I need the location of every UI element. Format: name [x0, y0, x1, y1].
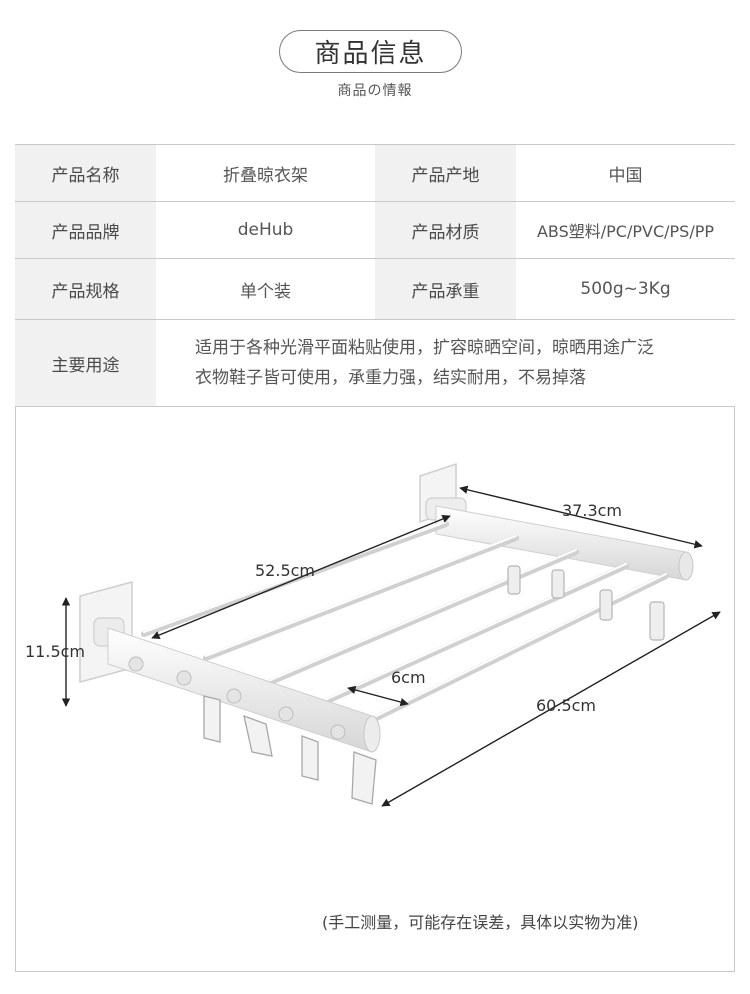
front-bar — [107, 627, 381, 753]
value-spec: 单个装 — [156, 259, 375, 319]
dim-depth: 37.3cm — [562, 501, 623, 520]
dim-height: 11.5cm — [25, 642, 86, 661]
product-dimension-figure: 37.3cm 52.5cm 11.5cm 6cm 60.5cm (手工测量，可能… — [15, 406, 735, 972]
measurement-note: (手工测量，可能存在误差，具体以实物为准) — [322, 913, 639, 932]
section-subtitle: 商品の情報 — [337, 83, 413, 99]
value-origin: 中国 — [516, 145, 735, 201]
dim-width: 60.5cm — [536, 696, 597, 715]
value-use: 适用于各种光滑平面粘贴使用，扩容晾晒空间，晾晒用途广泛 衣物鞋子皆可使用，承重力… — [156, 320, 735, 406]
section-title: 商品信息 — [279, 30, 462, 73]
label-material: 产品材质 — [375, 202, 516, 258]
value-brand: deHub — [156, 202, 375, 258]
section-header: 商品信息 商品の情報 — [0, 0, 750, 120]
label-brand: 产品品牌 — [15, 202, 156, 258]
value-material: ABS塑料/PC/PVC/PS/PP — [516, 202, 735, 258]
label-use: 主要用途 — [15, 320, 156, 406]
dim-gap: 6cm — [391, 668, 426, 687]
back-clips — [507, 565, 665, 641]
dimension-lines — [61, 485, 721, 807]
dim-length: 52.5cm — [255, 561, 316, 580]
label-load: 产品承重 — [375, 259, 516, 319]
label-name: 产品名称 — [15, 145, 156, 201]
product-info-table: 产品名称 折叠晾衣架 产品产地 中国 产品品牌 deHub 产品材质 ABS塑料… — [15, 144, 735, 407]
table-row: 产品品牌 deHub 产品材质 ABS塑料/PC/PVC/PS/PP — [15, 202, 735, 259]
value-name: 折叠晾衣架 — [156, 145, 375, 201]
table-row: 产品名称 折叠晾衣架 产品产地 中国 — [15, 145, 735, 202]
table-row: 产品规格 单个装 产品承重 500g~3Kg — [15, 259, 735, 320]
use-line-1: 适用于各种光滑平面粘贴使用，扩容晾晒空间，晾晒用途广泛 — [195, 338, 654, 358]
label-origin: 产品产地 — [375, 145, 516, 201]
label-spec: 产品规格 — [15, 259, 156, 319]
use-line-2: 衣物鞋子皆可使用，承重力强，结实耐用，不易掉落 — [195, 368, 586, 388]
front-clips — [203, 695, 377, 805]
drying-rack-illustration — [61, 462, 721, 807]
table-row-use: 主要用途 适用于各种光滑平面粘贴使用，扩容晾晒空间，晾晒用途广泛 衣物鞋子皆可使… — [15, 320, 735, 407]
value-load: 500g~3Kg — [516, 259, 735, 319]
